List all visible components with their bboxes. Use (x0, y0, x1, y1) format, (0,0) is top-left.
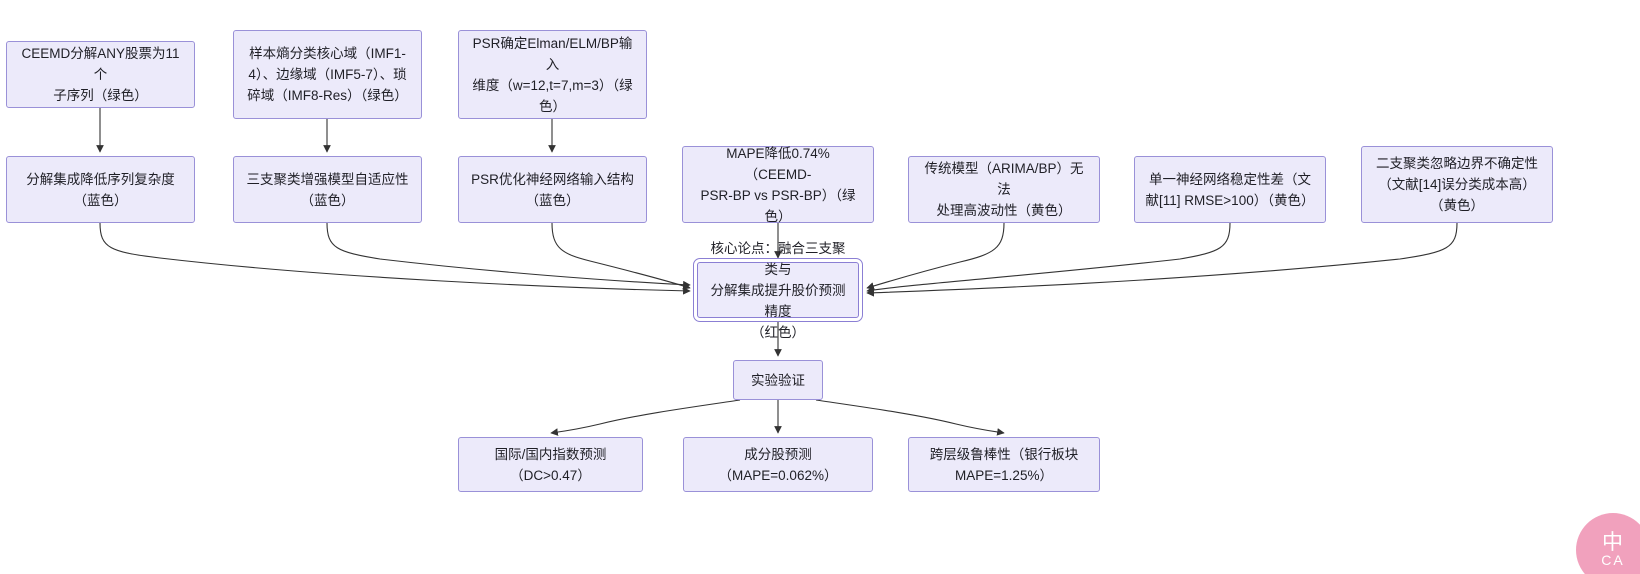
edge-n6-core (551, 222, 691, 290)
node-label: 跨层级鲁棒性（银行板块 MAPE=1.25%） (929, 446, 1079, 483)
node-core-thesis[interactable]: 核心论点：融合三支聚类与 分解集成提升股价预测精度 （红色） (693, 241, 863, 340)
node-single-network-instability[interactable]: 单一神经网络稳定性差（文 献[11] RMSE>100）（黄色） (1134, 156, 1326, 223)
node-label: 三支聚类增强模型自适应性 （蓝色） (246, 171, 409, 208)
edge-n8-core (866, 222, 1005, 290)
node-label: 成分股预测 （MAPE=0.062%） (718, 446, 838, 483)
node-cross-level-robustness-result[interactable]: 跨层级鲁棒性（银行板块 MAPE=1.25%） (908, 437, 1100, 492)
edge-n11-n14 (815, 399, 1005, 436)
watermark-main-text: 中 (1602, 531, 1624, 554)
edge-n9-core (866, 222, 1231, 294)
node-ceemd-decomposition[interactable]: CEEMD分解ANY股票为11个 子序列（绿色） (6, 41, 195, 108)
node-experiment-validation[interactable]: 实验验证 (733, 360, 823, 400)
node-index-prediction-result[interactable]: 国际/国内指数预测 （DC>0.47） (458, 437, 643, 492)
node-label: 国际/国内指数预测 （DC>0.47） (494, 446, 607, 483)
node-constituent-stock-result[interactable]: 成分股预测 （MAPE=0.062%） (683, 437, 873, 492)
node-label: 样本熵分类核心域（IMF1- 4）、边缘域（IMF5-7）、琐 碎域（IMF8-… (247, 46, 408, 103)
node-label: 核心论点：融合三支聚类与 分解集成提升股价预测精度 （红色） (710, 240, 846, 340)
node-decomposition-reduces-complexity[interactable]: 分解集成降低序列复杂度 （蓝色） (6, 156, 195, 223)
node-mape-reduction-evidence[interactable]: MAPE降低0.74%（CEEMD- PSR-BP vs PSR-BP）（绿 色… (682, 146, 874, 224)
node-psr-input-dimension[interactable]: PSR确定Elman/ELM/BP输入 维度（w=12,t=7,m=3）（绿 色… (458, 30, 647, 119)
edge-n11-n12 (550, 399, 741, 436)
edge-n10-core (866, 222, 1458, 297)
node-label: PSR确定Elman/ELM/BP输入 维度（w=12,t=7,m=3）（绿 色… (472, 35, 633, 114)
node-label: 传统模型（ARIMA/BP）无法 处理高波动性（黄色） (924, 161, 1084, 218)
node-label: PSR优化神经网络输入结构 （蓝色） (471, 171, 634, 208)
node-psr-optimizes-network-input[interactable]: PSR优化神经网络输入结构 （蓝色） (458, 156, 647, 223)
node-label: CEEMD分解ANY股票为11个 子序列（绿色） (21, 46, 180, 103)
watermark-badge: 中 CA (1576, 513, 1640, 574)
node-label: 单一神经网络稳定性差（文 献[11] RMSE>100）（黄色） (1145, 171, 1315, 208)
edge-n5-core (326, 222, 691, 289)
node-label: 二支聚类忽略边界不确定性 （文献[14]误分类成本高） （黄色） (1376, 156, 1538, 213)
node-label: MAPE降低0.74%（CEEMD- PSR-BP vs PSR-BP）（绿 色… (700, 145, 856, 224)
edge-n4-core (99, 222, 691, 295)
node-two-way-clustering-boundary[interactable]: 二支聚类忽略边界不确定性 （文献[14]误分类成本高） （黄色） (1361, 146, 1553, 223)
node-label: 实验验证 (751, 372, 805, 388)
node-three-way-clustering-adaptivity[interactable]: 三支聚类增强模型自适应性 （蓝色） (233, 156, 422, 223)
node-label: 分解集成降低序列复杂度 （蓝色） (26, 171, 175, 208)
watermark-sub-text: CA (1601, 552, 1625, 568)
node-sample-entropy-classification[interactable]: 样本熵分类核心域（IMF1- 4）、边缘域（IMF5-7）、琐 碎域（IMF8-… (233, 30, 422, 119)
node-traditional-model-limitation[interactable]: 传统模型（ARIMA/BP）无法 处理高波动性（黄色） (908, 156, 1100, 223)
